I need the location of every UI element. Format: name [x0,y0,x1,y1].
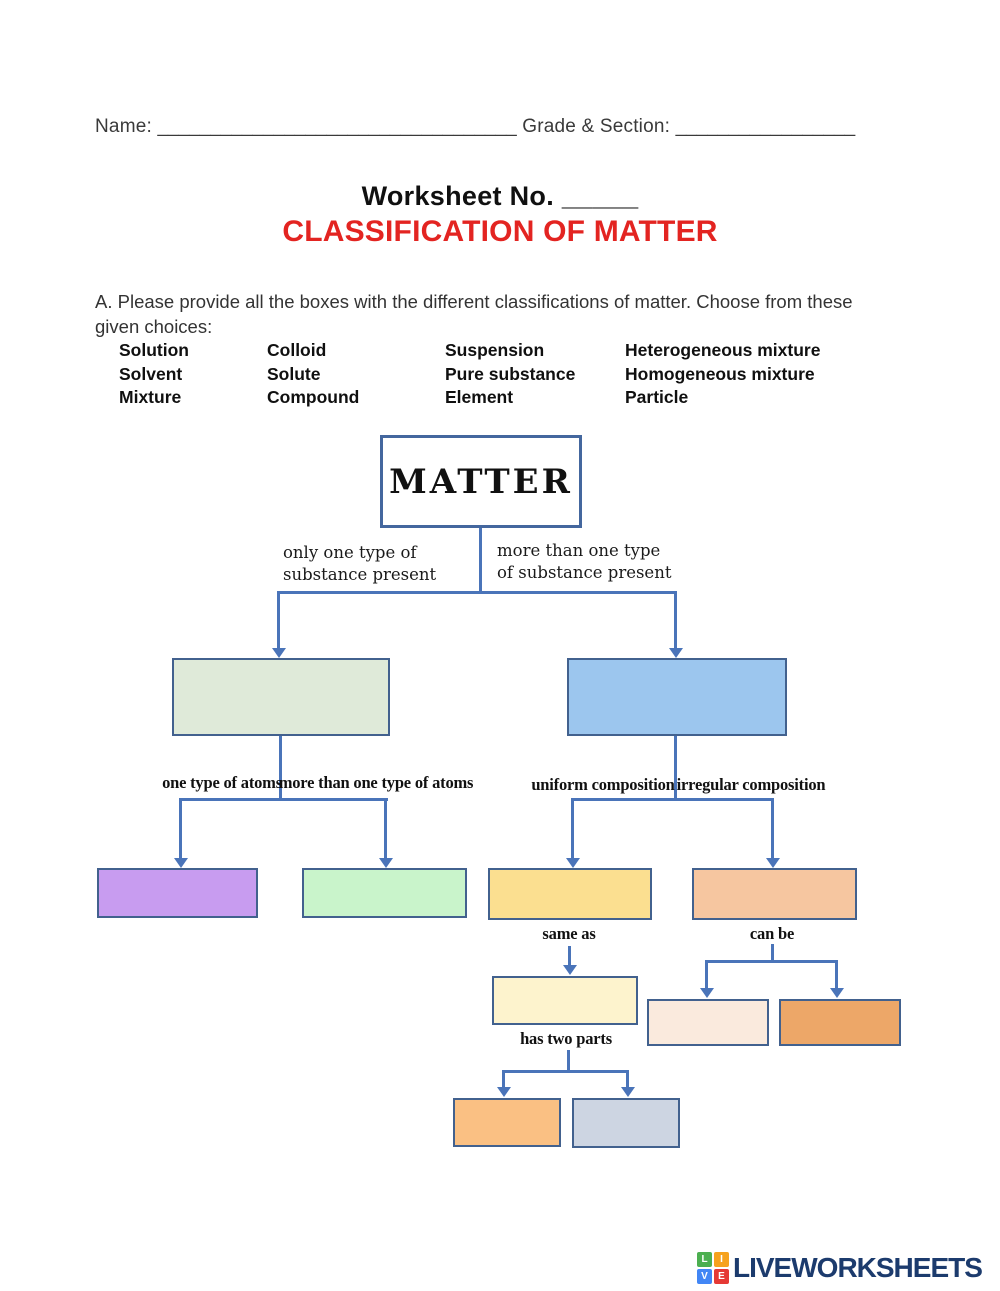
answer-box-row3-c[interactable] [488,868,652,920]
arrowhead-down-icon [497,1087,511,1097]
matter-root-box: MATTER [380,435,582,528]
connector-line [568,946,571,966]
branch-label-can-be: can be [749,924,795,943]
branch-label-irregular-composition: irregular composition [676,775,826,794]
word-bank-item: Mixture [119,387,182,408]
connector-line [674,736,677,800]
arrowhead-down-icon [766,858,780,868]
connector-line [384,798,387,858]
branch-label-left: only one type of substance present [283,543,437,584]
connector-line [502,1070,629,1073]
answer-box-row3-b[interactable] [302,868,467,918]
answer-box-row5-a[interactable] [453,1098,561,1147]
arrowhead-down-icon [563,965,577,975]
arrowhead-down-icon [379,858,393,868]
connector-line [571,798,574,858]
arrowhead-down-icon [669,648,683,658]
branch-label-more-types-atoms: more than one type of atoms [278,773,474,792]
connector-line [771,944,774,962]
answer-box-row2-right[interactable] [567,658,787,736]
liveworksheets-logo-icon: L I V E [697,1252,729,1284]
word-bank-item: Particle [625,387,689,408]
connector-line [502,1070,505,1087]
arrowhead-down-icon [174,858,188,868]
connector-line [705,960,708,988]
branch-label-uniform-composition: uniform composition [531,775,675,794]
worksheet-number-label: Worksheet No. [361,181,555,211]
grade-blank-line[interactable]: _________________ [675,116,856,137]
liveworksheets-logo-text: LIVEWORKSHEETS [733,1252,983,1283]
connector-line [567,1050,570,1072]
connector-line [277,591,677,594]
arrowhead-down-icon [566,858,580,868]
instructions-text: A. Please provide all the boxes with the… [95,291,853,337]
word-bank-item: Heterogeneous mixture [625,340,821,360]
answer-box-row4-c[interactable] [779,999,901,1046]
word-bank-item: Solution [119,340,189,360]
name-blank-line[interactable]: __________________________________ [157,116,517,137]
grade-section-label: Grade & Section: [522,116,671,137]
logo-tile-v: V [697,1269,712,1284]
liveworksheets-logo[interactable]: L I V E LIVEWORKSHEETS [697,1252,983,1284]
word-bank-item: Solvent [119,363,183,384]
arrowhead-down-icon [830,988,844,998]
connector-line [705,960,838,963]
connector-line [179,798,182,858]
worksheet-number-blank[interactable]: _____ [561,181,639,211]
answer-box-row4-b[interactable] [647,999,769,1046]
connector-line [179,798,388,801]
answer-box-row2-left[interactable] [172,658,390,736]
connector-line [571,798,774,801]
connector-line [835,960,838,988]
connector-line [479,528,482,593]
logo-tile-l: L [697,1252,712,1267]
logo-tile-e: E [714,1269,729,1284]
word-bank-item: Colloid [267,340,327,360]
worksheet-number-title: Worksheet No. _____ [0,181,1000,212]
word-bank-column-3: Suspension Pure substance Element [445,339,625,410]
word-bank-column-1: Solution Solvent Mixture [119,339,267,410]
connector-line [626,1070,629,1087]
word-bank-item: Suspension [445,340,545,360]
connector-line [279,736,282,800]
connector-line [674,591,677,648]
page-title: CLASSIFICATION OF MATTER [282,215,718,248]
branch-label-has-two-parts: has two parts [520,1029,612,1048]
word-bank-item: Compound [267,387,360,408]
word-bank-item: Pure substance [445,363,576,384]
word-bank-item: Solute [267,363,321,384]
arrowhead-down-icon [621,1087,635,1097]
branch-label-one-type-atoms: one type of atoms [162,773,282,792]
answer-box-row5-b[interactable] [572,1098,680,1148]
connector-line [771,798,774,858]
arrowhead-down-icon [272,648,286,658]
word-bank-column-2: Colloid Solute Compound [267,339,445,410]
word-bank: Solution Solvent Mixture Colloid Solute … [119,339,820,410]
answer-box-row3-d[interactable] [692,868,857,920]
answer-box-row4-a[interactable] [492,976,638,1025]
connector-line [277,591,280,648]
word-bank-column-4: Heterogeneous mixture Homogeneous mixtur… [625,339,820,410]
name-label: Name: [95,116,152,137]
arrowhead-down-icon [700,988,714,998]
logo-tile-i: I [714,1252,729,1267]
word-bank-item: Homogeneous mixture [625,363,815,384]
word-bank-item: Element [445,387,514,408]
answer-box-row3-a[interactable] [97,868,258,918]
branch-label-right: more than one type of substance present [497,541,672,582]
header-row: Name: __________________________________… [95,116,855,138]
branch-label-same-as: same as [542,924,596,943]
